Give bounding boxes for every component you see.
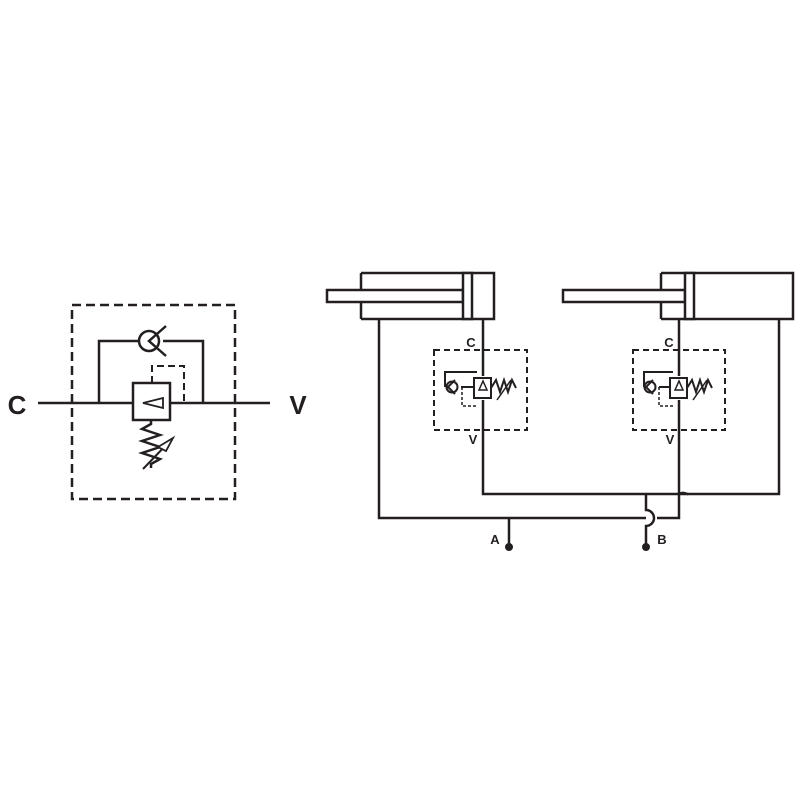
valve-block-left <box>433 349 528 431</box>
line-cyl1-rod-side <box>377 319 646 520</box>
hydraulic-circuit <box>325 271 795 551</box>
valve-right-port-c-label: C <box>664 335 674 350</box>
adjustment-arrow-icon <box>156 435 176 453</box>
mini-check-valve-icon <box>445 379 459 395</box>
line-cyl2-rod-side <box>687 319 781 496</box>
spring-icon <box>138 420 164 468</box>
piston <box>461 271 474 321</box>
port-b-label: B <box>657 532 666 547</box>
cylinder-right <box>561 271 795 321</box>
port-c-label: C <box>8 390 27 420</box>
bypass-line <box>97 339 205 403</box>
mini-check-valve-icon <box>643 379 657 395</box>
port-v-label: V <box>289 390 307 420</box>
pilot-line <box>151 365 185 403</box>
valve-left-port-v-label: V <box>469 432 478 447</box>
crossover-arc-top <box>678 491 688 496</box>
port-a-node <box>505 543 513 551</box>
valve-block-right <box>632 349 726 431</box>
port-b-node <box>642 543 650 551</box>
piston-rod <box>325 288 465 304</box>
check-valve-icon <box>137 325 167 357</box>
port-a-label: A <box>490 532 500 547</box>
valve-symbol: C V <box>8 303 307 501</box>
piston <box>683 271 696 321</box>
flow-arrow-icon <box>142 396 164 410</box>
cylinder-left <box>325 271 496 321</box>
valve-left-port-c-label: C <box>466 335 476 350</box>
port-b-line <box>644 494 656 546</box>
valve-right-port-v-label: V <box>666 432 675 447</box>
piston-rod <box>561 288 687 304</box>
